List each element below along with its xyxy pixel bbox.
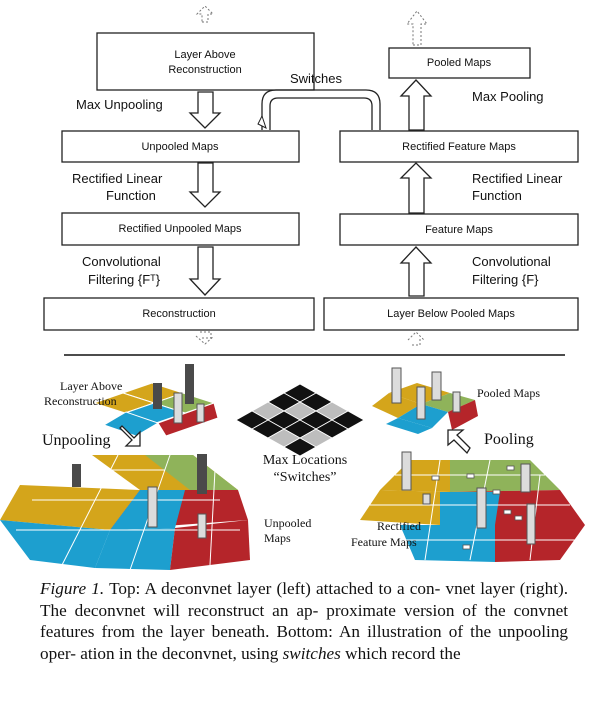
dashed-arrow-icon (405, 10, 429, 46)
deconvnet-column: Layer Above Reconstruction Max Unpooling… (43, 5, 315, 345)
bottom-layer-above-label-2: Reconstruction (44, 394, 117, 408)
relu-label-1: Rectified Linear (472, 171, 563, 186)
rectified-feature-maps-grid: Rectified Feature Maps (351, 451, 585, 562)
rectified-feature-maps-label-1: Rectified (377, 519, 421, 533)
bar-icon (401, 451, 412, 491)
down-arrow-icon (188, 91, 222, 129)
rectified-unpooled-maps-label: Rectified Unpooled Maps (119, 223, 242, 235)
unpooled-maps-label-1: Unpooled (264, 516, 311, 530)
bar-icon (197, 513, 207, 539)
max-pooling-label: Max Pooling (472, 89, 544, 104)
bar-icon (196, 403, 205, 423)
layer-below-pooled-maps-box (323, 297, 579, 331)
small-bar-icon (466, 473, 475, 479)
bottom-layer-above-label-1: Layer Above (60, 379, 122, 393)
down-left-arrow-icon (119, 425, 141, 447)
convnet-column: Pooled Maps Max Pooling Rectified Featur… (323, 10, 579, 346)
bar-icon (520, 463, 531, 493)
caption-line-5: ation in the deconvnet, using (80, 643, 283, 663)
layer-above-reconstruction-box (96, 32, 315, 91)
small-bar-icon (431, 475, 440, 481)
bar-icon (452, 391, 461, 413)
reconstruction-box (43, 297, 315, 331)
up-arrow-icon (399, 79, 433, 131)
bar-icon (197, 454, 207, 494)
rectified-unpooled-maps-box (61, 212, 300, 246)
small-layer-above-grid: Layer Above Reconstruction (44, 364, 219, 437)
bar-icon (431, 371, 442, 401)
switches-label: Switches (290, 71, 343, 86)
down-arrow-icon (188, 162, 222, 208)
pooled-maps-box (388, 47, 531, 79)
rectified-feature-maps-label-2: Feature Maps (351, 535, 417, 549)
switches-grid (235, 383, 365, 457)
layer-above-label-2: Reconstruction (168, 64, 241, 76)
layer-below-label: Layer Below Pooled Maps (387, 308, 515, 320)
relu-label-1: Rectified Linear (72, 171, 163, 186)
pooled-maps-grid: Pooled Maps (372, 367, 540, 434)
up-left-arrow-icon (447, 429, 471, 455)
dashed-arrow-icon (407, 331, 425, 346)
small-bar-icon (506, 465, 515, 471)
relu-label-2: Function (106, 188, 156, 203)
unpooled-maps-grid: Unpooled Maps (0, 454, 311, 571)
unpooling-label: Unpooling (42, 432, 110, 449)
relu-label-2: Function (472, 188, 522, 203)
layer-above-label-1: Layer Above (174, 49, 235, 61)
bottom-pooled-maps-label: Pooled Maps (477, 386, 540, 400)
down-arrow-icon (188, 246, 222, 296)
unpooled-maps-box (61, 130, 300, 163)
small-bar-icon (492, 489, 501, 495)
bar-icon (72, 464, 81, 487)
bar-icon (185, 364, 194, 404)
caption-line-5-end: which record the (340, 643, 461, 663)
caption-line-4: beneath. Bottom: An illustration of the … (40, 622, 569, 663)
up-arrow-icon (399, 162, 433, 214)
figure-caption: Figure 1. Top: A deconvnet layer (left) … (40, 578, 568, 664)
max-locations-label-1: Max Locations (263, 453, 347, 468)
small-bar-icon (462, 544, 471, 550)
small-bar-icon (514, 515, 523, 521)
caption-line-1: Top: A deconvnet layer (left) attached t… (104, 579, 441, 598)
max-unpooling-label: Max Unpooling (76, 97, 163, 112)
switches-connector: Switches (257, 71, 381, 130)
conv-filtering-label-2: Filtering {Fᵀ} (88, 272, 161, 287)
feature-maps-label: Feature Maps (425, 224, 493, 236)
small-bar-icon (503, 509, 512, 515)
max-locations-label-2: “Switches” (274, 470, 337, 485)
figure-label: Figure 1. (40, 579, 105, 598)
bar-icon (153, 383, 162, 409)
rectified-feature-maps-box (339, 130, 579, 163)
pooling-label: Pooling (484, 431, 534, 448)
bar-icon (391, 367, 402, 404)
bar-icon (147, 486, 158, 528)
bar-icon (416, 386, 426, 420)
reconstruction-label: Reconstruction (142, 308, 215, 320)
conv-filtering-label-1: Convolutional (472, 254, 551, 269)
bottom-illustration: Layer Above Reconstruction Unpooling (0, 364, 585, 571)
caption-switches-word: switches (282, 643, 341, 663)
dashed-arrow-icon (195, 331, 215, 345)
up-arrow-icon (399, 246, 433, 297)
conv-filtering-label-1: Convolutional (82, 254, 161, 269)
bar-icon (526, 503, 536, 545)
dashed-arrow-icon (195, 5, 215, 23)
bar-icon (422, 493, 431, 505)
unpooled-maps-label: Unpooled Maps (141, 141, 219, 153)
bar-icon (173, 392, 183, 424)
switch-cell (283, 437, 317, 457)
bar-icon (476, 487, 487, 529)
conv-filtering-label-2: Filtering {F} (472, 272, 539, 287)
feature-maps-box (339, 213, 579, 246)
unpooled-maps-label-2: Maps (264, 531, 291, 545)
pooled-maps-label: Pooled Maps (427, 57, 492, 69)
caption-line-3: proximate version of the convnet feature… (40, 600, 568, 642)
rectified-feature-maps-label: Rectified Feature Maps (402, 141, 516, 153)
caption-line-2: vnet layer (right). The deconvnet will r… (40, 579, 568, 620)
